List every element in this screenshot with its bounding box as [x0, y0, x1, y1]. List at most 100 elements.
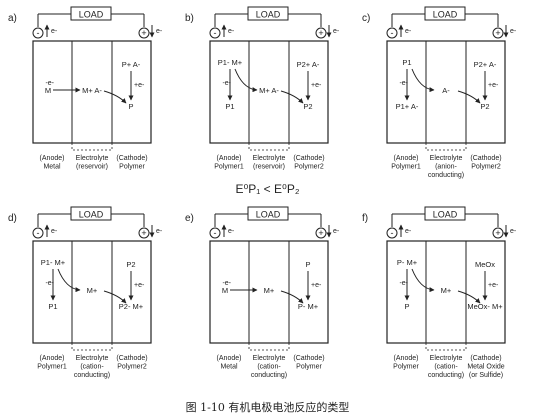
anode-label-line-0: (Anode): [217, 355, 242, 362]
potential-inequality: E⁰P₁ < E⁰P₂: [235, 182, 299, 196]
anode-label-line-1: Metal: [220, 364, 238, 371]
electrolyte-region: [248, 143, 290, 151]
cathode-species-top: P+ A-: [122, 60, 141, 69]
cell-body: [32, 240, 152, 344]
cell-body: [32, 40, 152, 144]
minus-sign: -: [37, 28, 40, 38]
plus-terminal: [315, 27, 327, 39]
cathode-species-top: P: [305, 260, 310, 269]
anode-ion-arrow: [411, 68, 435, 93]
electrolyte-label-line-0: Electrolyte: [76, 355, 109, 362]
anode-electron-label: e-: [228, 28, 235, 35]
cell-body: [386, 240, 506, 344]
plus-terminal: [138, 227, 150, 239]
minus-terminal: [386, 27, 398, 39]
electrolyte-label-line-0: Electrolyte: [253, 155, 286, 162]
panel-letter: d): [8, 213, 17, 224]
anode-label-line-0: (Anode): [394, 155, 419, 162]
electrolyte-to-cathode-arrow: [280, 290, 304, 304]
load-label: LOAD: [256, 10, 281, 20]
cathode-label-line-0: (Cathode): [116, 155, 147, 162]
electrolyte-to-cathode-arrow: [103, 90, 127, 104]
electrolyte-label-line-0: Electrolyte: [430, 355, 463, 362]
cathode-label-line-0: (Cathode): [293, 355, 324, 362]
panel-b: b)LOAD-+e-e-P1- M+P1-e-M+ A-P2+ A-+e-P2(…: [185, 6, 340, 171]
minus-terminal: [386, 227, 398, 239]
minus-terminal: [209, 227, 221, 239]
anode-species-bottom: P: [404, 302, 409, 311]
minus-sign: -: [391, 28, 394, 38]
plus-sign: +: [141, 28, 146, 38]
minus-sign: -: [37, 228, 40, 238]
cathode-reaction-label: +e-: [311, 82, 322, 89]
electrolyte-label-line-1: (cation-: [80, 364, 104, 371]
electrolyte-species: M+: [441, 286, 452, 295]
electrolyte-species: M+: [264, 286, 275, 295]
cathode-label-line-1: Polymer: [119, 164, 145, 171]
minus-sign: -: [214, 28, 217, 38]
minus-terminal: [32, 227, 44, 239]
anode-reaction-label: -e-: [399, 80, 408, 87]
anode-species: M: [45, 86, 51, 95]
anode-label-line-0: (Anode): [217, 155, 242, 162]
cathode-species-bottom: P- M+: [298, 302, 319, 311]
anode-species-top: P- M+: [397, 258, 418, 267]
electrolyte-species: M+ A-: [82, 86, 102, 95]
electrolyte-species: M+: [87, 286, 98, 295]
cathode-label-line-1: Polymer: [296, 364, 322, 371]
minus-sign: -: [214, 228, 217, 238]
electrolyte-label-line-0: Electrolyte: [430, 155, 463, 162]
plus-sign: +: [495, 228, 500, 238]
panel-letter: b): [185, 13, 194, 24]
cell-body: [209, 40, 329, 144]
cathode-electron-label: e-: [156, 28, 163, 35]
load-label: LOAD: [256, 210, 281, 220]
cathode-species-bottom: P2: [303, 102, 312, 111]
anode-electron-label: e-: [405, 228, 412, 235]
cathode-reaction-label: +e-: [488, 282, 499, 289]
anode-reaction-label: -e-: [222, 280, 231, 287]
cathode-species-top: P2: [126, 260, 135, 269]
electrolyte-label-line-1: (anion-: [435, 164, 457, 171]
panel-f: f)LOAD-+e-e-P- M+P-e-M+MeOx+e-MeOx- M+(A…: [362, 206, 517, 379]
cathode-reaction-label: +e-: [488, 82, 499, 89]
plus-terminal: [138, 27, 150, 39]
cathode-species-bottom: P2- M+: [119, 302, 144, 311]
anode-species-top: P1: [402, 58, 411, 67]
anode-species-bottom: P1: [48, 302, 57, 311]
anode-electron-label: e-: [51, 28, 58, 35]
plus-sign: +: [141, 228, 146, 238]
electrolyte-label-line-2: conducting): [428, 372, 464, 379]
cathode-species-bottom: P: [128, 102, 133, 111]
anode-species-top: P1- M+: [41, 258, 66, 267]
electrolyte-species: M+ A-: [259, 86, 279, 95]
cathode-electron-label: e-: [510, 28, 517, 35]
cathode-electron-label: e-: [156, 228, 163, 235]
anode-electron-label: e-: [228, 228, 235, 235]
plus-terminal: [315, 227, 327, 239]
electrolyte-region: [71, 343, 113, 351]
anode-reaction-label: -e-: [45, 280, 54, 287]
plus-sign: +: [318, 228, 323, 238]
minus-terminal: [32, 27, 44, 39]
electrolyte-region: [248, 343, 290, 351]
anode-label-line-0: (Anode): [40, 155, 65, 162]
cell-body: [386, 40, 506, 144]
cathode-species-bottom: P2: [480, 102, 489, 111]
electrolyte-label-line-1: (reservoir): [76, 164, 108, 171]
cathode-label-line-1: Polymer2: [471, 164, 501, 171]
load-label: LOAD: [433, 210, 458, 220]
panel-letter: f): [362, 213, 368, 224]
cathode-species-bottom: MeOx- M+: [467, 302, 503, 311]
cathode-label-line-1: Polymer2: [117, 364, 147, 371]
electrolyte-label-line-0: Electrolyte: [253, 355, 286, 362]
panel-letter: c): [362, 13, 370, 24]
load-label: LOAD: [433, 10, 458, 20]
cathode-species-top: MeOx: [475, 260, 495, 269]
anode-label-line-1: Metal: [43, 164, 61, 171]
panel-a: a)LOAD-+e-e-M-e-M+ A-P+ A-+e-P(Anode)Met…: [8, 6, 163, 171]
minus-terminal: [209, 27, 221, 39]
electrolyte-label-line-1: (cation-: [434, 364, 458, 371]
anode-label-line-0: (Anode): [40, 355, 65, 362]
